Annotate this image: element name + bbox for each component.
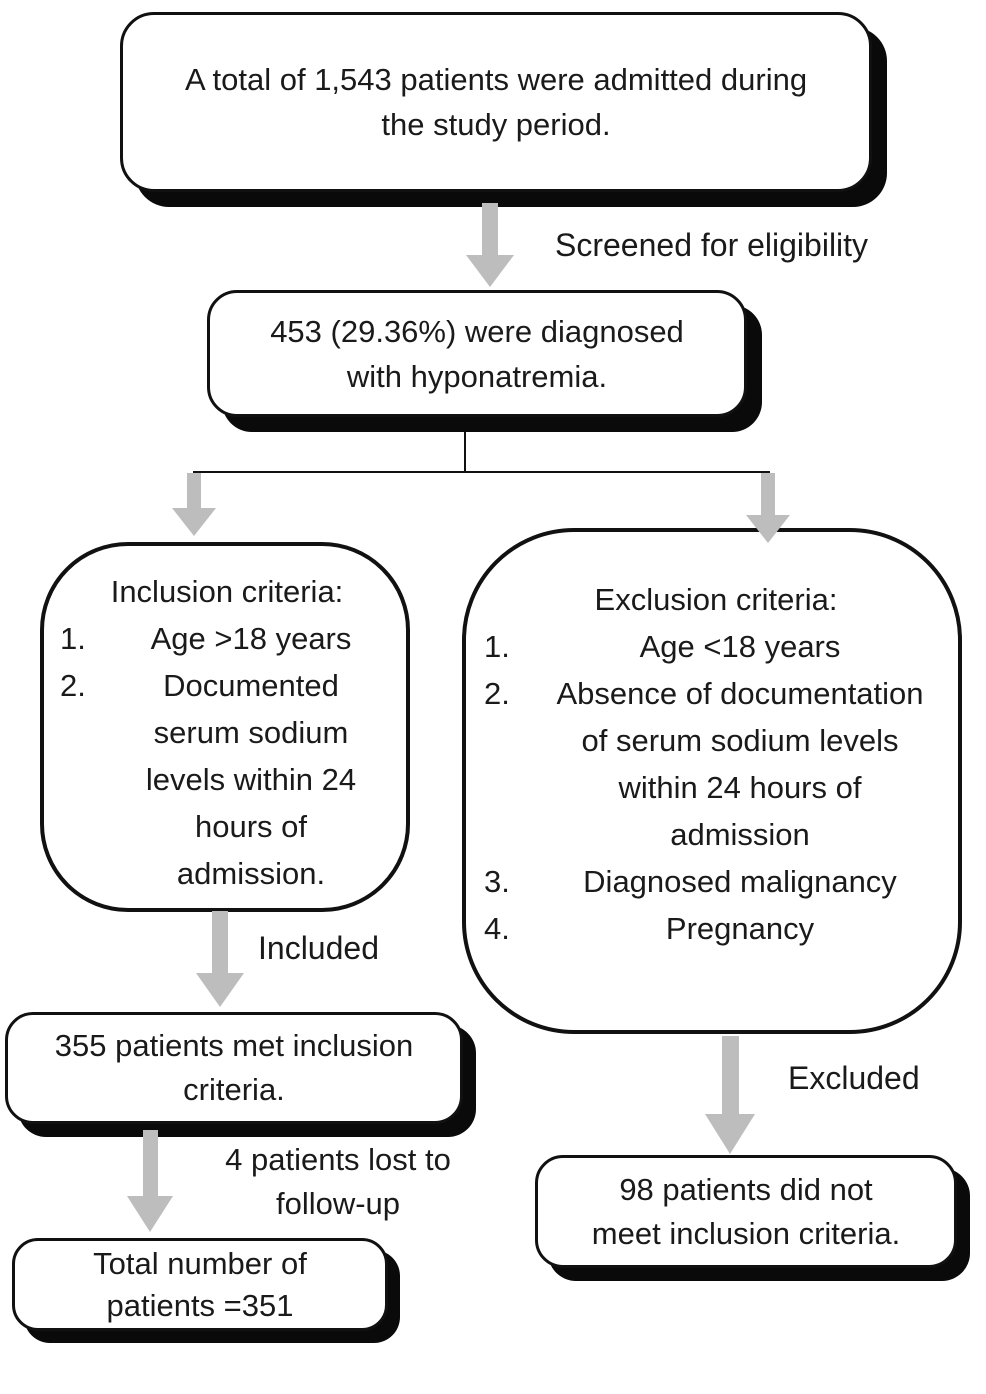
arrow-head xyxy=(746,515,790,543)
inclusion-item-2-text: Documented serum sodium levels within 24… xyxy=(108,662,394,897)
label-included: Included xyxy=(258,930,379,966)
branch-right-down-arrow-icon xyxy=(746,473,790,543)
exclusion-item-3: 3. Diagnosed malignancy xyxy=(484,858,948,905)
exclusion-item-4: 4. Pregnancy xyxy=(484,905,948,952)
box-total-admitted: A total of 1,543 patients were admitted … xyxy=(120,12,872,192)
box-not-met-inclusion: 98 patients did not meet inclusion crite… xyxy=(535,1155,957,1268)
inclusion-item-2-line4: hours of xyxy=(194,809,307,844)
box-diagnosed-hyponatremia: 453 (29.36%) were diagnosed with hyponat… xyxy=(207,290,747,417)
arrow-head xyxy=(172,508,216,536)
inclusion-item-2: 2. Documented serum sodium levels within… xyxy=(60,662,394,897)
exclusion-item-3-text: Diagnosed malignancy xyxy=(532,858,948,905)
inclusion-item-2-line5: admission. xyxy=(176,856,326,891)
box-exclusion-criteria: Exclusion criteria: 1. Age <18 years 2. … xyxy=(462,528,962,1034)
inclusion-item-2-line2: serum sodium xyxy=(153,715,349,750)
branch-left-down-arrow-icon xyxy=(172,473,216,536)
box-not-met-line1: 98 patients did not xyxy=(619,1171,873,1207)
inclusion-item-2-line1: Documented xyxy=(163,668,339,703)
arrow-head xyxy=(705,1114,755,1154)
box-not-met-line2: meet inclusion criteria. xyxy=(591,1215,901,1251)
inclusion-item-2-number: 2. xyxy=(60,668,86,703)
branch-horizontal-line xyxy=(193,471,770,473)
arrow-stem xyxy=(212,911,228,973)
exclusion-item-2: 2. Absence of documentation of serum sod… xyxy=(484,670,948,858)
label-lost-followup-line2: follow-up xyxy=(275,1186,401,1221)
exclusion-item-4-line1: Pregnancy xyxy=(665,911,815,946)
exclusion-item-1-text: Age <18 years xyxy=(532,623,948,670)
box-met-inclusion: 355 patients met inclusion criteria. xyxy=(5,1012,463,1124)
inclusion-item-1-line1: Age >18 years xyxy=(150,621,352,656)
branch-vertical-line xyxy=(464,429,466,472)
inclusion-item-2-line3: levels within 24 xyxy=(145,762,357,797)
box-met-inclusion-line2: criteria. xyxy=(183,1072,285,1107)
exclusion-item-4-text: Pregnancy xyxy=(532,905,948,952)
exclusion-item-2-text: Absence of documentation of serum sodium… xyxy=(532,670,948,858)
arrow-stem xyxy=(761,473,775,515)
box-diagnosed-line1: 453 (29.36%) were diagnosed xyxy=(270,313,684,349)
included-down-arrow-icon xyxy=(196,911,244,1007)
exclusion-heading: Exclusion criteria: xyxy=(594,582,838,617)
exclusion-item-2-line2: of serum sodium levels xyxy=(581,723,899,758)
inclusion-item-1: 1. Age >18 years xyxy=(60,615,394,662)
exclusion-item-3-number: 3. xyxy=(484,864,510,899)
arrow-head xyxy=(127,1196,173,1232)
exclusion-item-1-number: 1. xyxy=(484,629,510,664)
box-total-admitted-line1: A total of 1,543 patients were admitted … xyxy=(184,62,808,97)
screened-down-arrow-icon xyxy=(466,203,514,287)
box-diagnosed-line2: with hyponatremia. xyxy=(346,358,608,394)
lost-followup-down-arrow-icon xyxy=(127,1130,173,1232)
inclusion-heading: Inclusion criteria: xyxy=(110,574,344,609)
inclusion-item-1-text: Age >18 years xyxy=(108,615,394,662)
box-total-admitted-line2: the study period. xyxy=(381,107,611,142)
exclusion-item-2-line4: admission xyxy=(670,817,810,852)
box-inclusion-criteria: Inclusion criteria: 1. Age >18 years 2. … xyxy=(40,542,410,912)
label-lost-followup: 4 patients lost to follow-up xyxy=(198,1138,478,1226)
arrow-stem xyxy=(482,203,498,255)
exclusion-item-3-line1: Diagnosed malignancy xyxy=(583,864,897,899)
box-total-patients: Total number of patients =351 xyxy=(12,1238,388,1331)
exclusion-item-4-number: 4. xyxy=(484,911,510,946)
inclusion-item-1-number: 1. xyxy=(60,621,86,656)
box-met-inclusion-line1: 355 patients met inclusion xyxy=(54,1028,414,1063)
exclusion-item-2-number: 2. xyxy=(484,676,510,711)
exclusion-item-2-line1: Absence of documentation xyxy=(556,676,924,711)
exclusion-item-1: 1. Age <18 years xyxy=(484,623,948,670)
box-total-patients-line1: Total number of xyxy=(93,1245,307,1281)
arrow-head xyxy=(196,973,244,1007)
label-lost-followup-line1: 4 patients lost to xyxy=(225,1142,451,1177)
label-screened-for-eligibility: Screened for eligibility xyxy=(555,227,869,263)
arrow-stem xyxy=(721,1036,739,1114)
arrow-stem xyxy=(187,473,201,508)
arrow-head xyxy=(466,255,514,287)
box-total-patients-line2: patients =351 xyxy=(106,1287,294,1323)
exclusion-item-2-line3: within 24 hours of xyxy=(618,770,862,805)
exclusion-item-1-line1: Age <18 years xyxy=(639,629,841,664)
label-excluded: Excluded xyxy=(788,1060,920,1096)
arrow-stem xyxy=(142,1130,158,1196)
excluded-down-arrow-icon xyxy=(705,1036,755,1154)
